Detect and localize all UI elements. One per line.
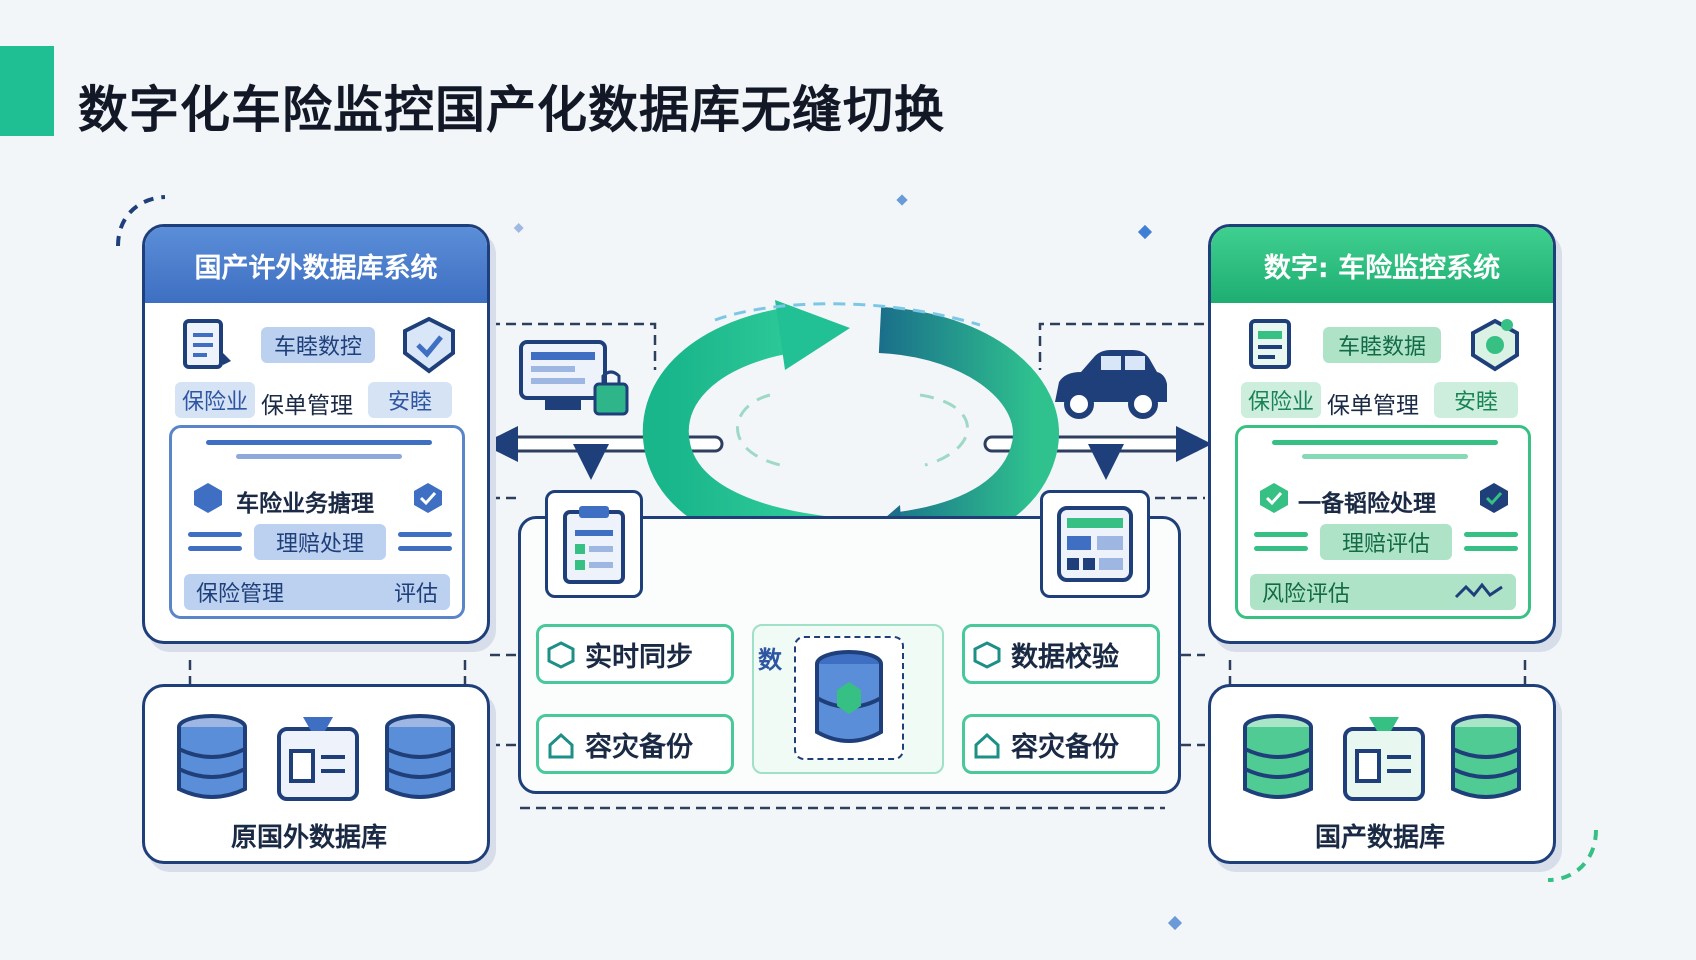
right-row-label: 保险业	[1241, 382, 1321, 418]
chart-icon	[1454, 582, 1503, 599]
right-row-label: 保单管理	[1327, 393, 1419, 419]
right-chip-top: 车睦数据	[1323, 327, 1441, 363]
decor-diamond	[513, 223, 524, 233]
shield-check-icon	[397, 313, 461, 377]
shield-check-icon	[1463, 313, 1527, 377]
check-hexagon-icon	[1256, 480, 1292, 516]
cube-icon	[546, 640, 576, 670]
left-inner-bottom-right: 评估	[393, 582, 438, 607]
decor-diamond	[1137, 224, 1153, 240]
decor-line	[1464, 532, 1518, 537]
left-db-panel: 原国外数据库	[142, 684, 490, 864]
decor-line	[1302, 454, 1468, 459]
right-inner-bottom-left: 风险评估	[1262, 582, 1351, 607]
car-icon	[1045, 342, 1170, 426]
decor-line	[398, 532, 452, 537]
right-system-panel: 数字: 车险监控系统 车睦数据 保险业 保单管理 安睦 一备韬险处理 理赔评估 …	[1208, 224, 1556, 644]
right-db-panel: 国产数据库	[1208, 684, 1556, 864]
clipboard-icon	[545, 490, 643, 598]
document-icon	[1239, 313, 1303, 377]
center-box-label: 容灾备份	[585, 731, 693, 763]
hexagon-icon	[190, 480, 226, 516]
decor-line	[1254, 532, 1308, 537]
left-system-panel: 国产许外数据库系统 车睦数控 保险业 保单管理 安睦 车险业务搪理 理赔处理 保…	[142, 224, 490, 644]
left-chip-top: 车睦数控	[261, 327, 375, 363]
decor-diamond	[896, 194, 908, 206]
decor-line	[188, 532, 242, 537]
house-icon	[546, 730, 576, 760]
title-accent-bar	[0, 46, 54, 136]
left-db-caption: 原国外数据库	[231, 823, 388, 853]
left-inner-title: 车险业务搪理	[236, 491, 374, 517]
right-inner-card: 一备韬险处理 理赔评估 风险评估	[1235, 425, 1531, 619]
hexagon-icon	[1476, 480, 1512, 516]
computer-icon	[515, 336, 633, 426]
document-icon	[173, 313, 237, 377]
database-icon	[1449, 713, 1523, 803]
right-row-label: 安睦	[1434, 382, 1518, 418]
left-row-label: 保险业	[175, 382, 255, 418]
center-box-sync: 实时同步	[536, 624, 734, 684]
main-flow-arrows	[482, 426, 1212, 480]
database-icon	[383, 713, 457, 803]
center-box-label: 容灾备份	[1011, 731, 1119, 763]
left-system-header: 国产许外数据库系统	[145, 227, 487, 303]
center-mid-label: 数	[758, 646, 782, 674]
decor-dash-right	[1547, 829, 1598, 882]
page-title: 数字化车险监控国产化数据库无缝切换	[78, 81, 945, 139]
check-hexagon-icon	[410, 480, 446, 516]
left-inner-chip: 理赔处理	[254, 524, 386, 560]
left-inner-bottom-bar: 保险管理 评估	[184, 574, 450, 610]
center-box-verify: 数据校验	[962, 624, 1160, 684]
right-inner-chip: 理赔评估	[1320, 524, 1452, 560]
cube-icon	[972, 640, 1002, 670]
right-db-caption: 国产数据库	[1315, 823, 1446, 853]
decor-line	[1464, 546, 1518, 551]
database-icon	[794, 636, 904, 760]
decor-line	[206, 440, 432, 445]
decor-line	[188, 546, 242, 551]
right-system-header: 数字: 车险监控系统	[1211, 227, 1553, 303]
database-icon	[1241, 713, 1315, 803]
decor-line	[1272, 440, 1498, 445]
house-icon	[972, 730, 1002, 760]
center-box-label: 实时同步	[585, 641, 693, 673]
right-inner-title: 一备韬险处理	[1298, 491, 1436, 517]
decor-line	[236, 454, 402, 459]
right-inner-bottom-bar: 风险评估	[1250, 574, 1516, 610]
database-icon	[175, 713, 249, 803]
left-row-label: 保单管理	[261, 393, 353, 419]
left-inner-card: 车险业务搪理 理赔处理 保险管理 评估	[169, 425, 465, 619]
center-box-backup: 容灾备份	[536, 714, 734, 774]
decor-diamond	[1167, 915, 1183, 931]
decor-line	[1254, 546, 1308, 551]
left-inner-bottom-left: 保险管理	[196, 582, 285, 607]
decor-dash-left	[116, 195, 166, 247]
left-row-label: 安睦	[368, 382, 452, 418]
dashboard-icon	[1040, 490, 1150, 598]
id-card-icon	[1341, 713, 1427, 803]
center-box-label: 数据校验	[1011, 641, 1119, 673]
id-card-icon	[275, 713, 361, 803]
decor-line	[398, 546, 452, 551]
